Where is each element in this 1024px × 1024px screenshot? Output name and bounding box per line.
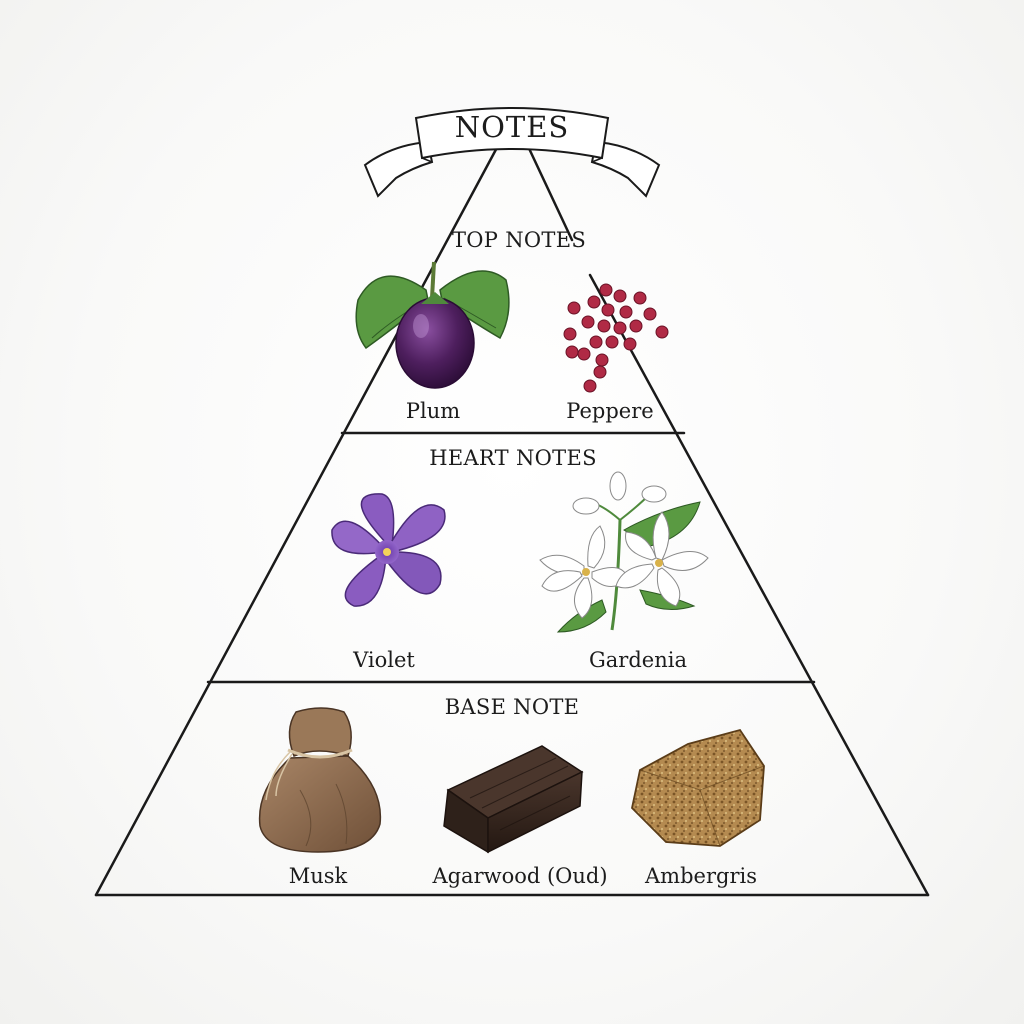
musk-label: Musk (289, 864, 348, 888)
violet-flower-icon (331, 493, 446, 607)
heart-notes-title: HEART NOTES (429, 446, 597, 470)
plum-label: Plum (406, 399, 460, 423)
ambergris-chunk-icon (631, 728, 765, 847)
pink-peppercorns-icon (563, 283, 669, 393)
plum-icon (355, 261, 510, 389)
pyramid-right-edge-lower (588, 273, 930, 897)
banner-title: NOTES (455, 110, 570, 144)
gardenia-flower-icon (539, 471, 709, 633)
base-note-title: BASE NOTE (445, 695, 580, 719)
banner-fold-lines (421, 157, 603, 163)
notes-banner: NOTES (363, 107, 661, 198)
banner-left-tail (363, 140, 434, 198)
musk-pouch-icon (258, 707, 382, 853)
agarwood-label: Agarwood (Oud) (431, 864, 607, 888)
pyramid-right-edge-upper (524, 140, 574, 242)
ambergris-label: Ambergris (644, 864, 757, 888)
top-notes-title: TOP NOTES (452, 228, 586, 252)
peppere-label: Peppere (566, 399, 653, 423)
banner-right-tail (590, 140, 661, 198)
violet-label: Violet (352, 648, 415, 672)
pyramid-outline (94, 140, 930, 897)
agarwood-block-icon (443, 745, 584, 854)
gardenia-label: Gardenia (589, 648, 687, 672)
